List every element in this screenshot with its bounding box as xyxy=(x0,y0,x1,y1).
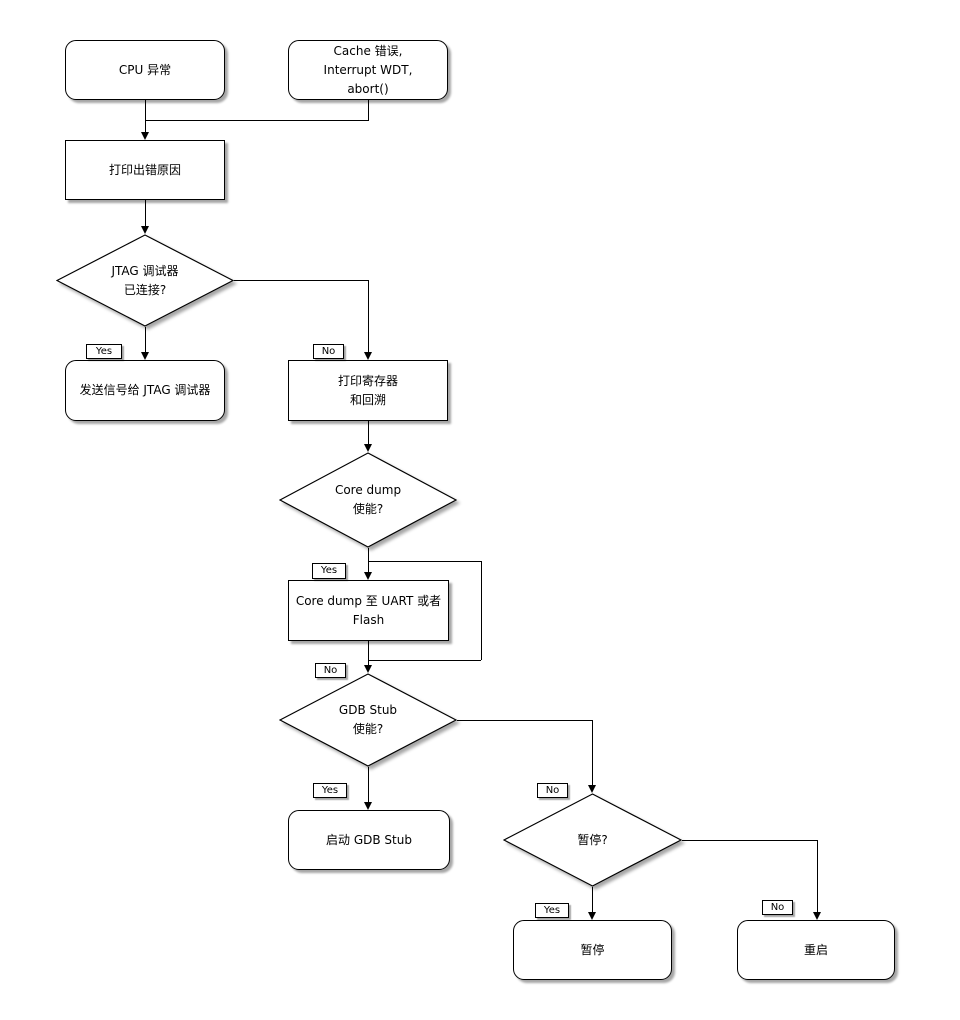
diamond-shape xyxy=(503,793,682,887)
flow-line-jtag-no-h xyxy=(234,280,368,281)
decision-jtag-line2: 已连接? xyxy=(123,282,167,297)
node-send-signal-jtag: 发送信号给 JTAG 调试器 xyxy=(65,360,225,421)
node-cache-error-line3: abort() xyxy=(347,81,389,96)
diamond-shape xyxy=(279,673,457,767)
node-cache-error: Cache 错误, Interrupt WDT, abort() xyxy=(288,40,448,100)
decision-halt: 暂停? xyxy=(503,793,682,887)
decision-jtag-line1: JTAG 调试器 xyxy=(111,263,179,278)
flow-line-to-coredump-decision xyxy=(368,421,369,445)
arrow-into-halt xyxy=(588,912,596,920)
node-halt: 暂停 xyxy=(513,920,672,980)
node-cache-error-line2: Interrupt WDT, xyxy=(323,62,413,77)
decision-coredump-line2: 使能? xyxy=(352,502,384,516)
arrow-into-jtag-decision xyxy=(141,226,149,234)
decision-halt-text: 暂停? xyxy=(503,793,682,887)
diamond-shape xyxy=(56,234,234,327)
node-coredump-uart-flash: Core dump 至 UART 或者 Flash xyxy=(288,580,449,641)
node-print-reason: 打印出错原因 xyxy=(65,140,225,200)
node-cpu-exception: CPU 异常 xyxy=(65,40,225,100)
flow-line-jtag-yes xyxy=(145,327,146,353)
arrow-into-reboot xyxy=(813,912,821,920)
decision-jtag-connected: JTAG 调试器 已连接? xyxy=(56,234,234,327)
flow-line-halt-yes xyxy=(592,887,593,913)
edge-label-yes-coredump: Yes xyxy=(312,563,346,579)
arrow-into-coredump-decision xyxy=(364,444,372,452)
decision-coredump-line1: Core dump xyxy=(334,483,402,497)
node-print-registers-line2: 和回溯 xyxy=(349,392,386,407)
flow-line-coredump-bypass-right xyxy=(481,561,482,660)
node-print-registers: 打印寄存器 和回溯 xyxy=(288,360,448,421)
flow-line-jtag-no-v xyxy=(368,280,369,353)
arrow-into-start-gdb xyxy=(364,802,372,810)
flow-line-coredump-bypass-bottom xyxy=(368,660,481,661)
node-start-gdb-stub-label: 启动 GDB Stub xyxy=(326,832,412,847)
arrow-into-print-reason xyxy=(141,132,149,140)
node-coredump-uart-flash-label: Core dump 至 UART 或者 Flash xyxy=(295,593,442,627)
arrow-into-halt-decision xyxy=(588,785,596,793)
decision-coredump-enabled-text: Core dump 使能? xyxy=(279,452,457,548)
arrow-into-coredump-box xyxy=(364,572,372,580)
flow-line-to-gdb-decision xyxy=(368,641,369,666)
flow-line-cpu-down xyxy=(145,100,146,121)
edge-label-no-coredump: No xyxy=(315,663,346,678)
arrow-into-gdb-decision xyxy=(364,665,372,673)
arrow-into-print-registers xyxy=(364,352,372,360)
edge-label-no-halt: No xyxy=(762,900,793,915)
decision-coredump-enabled: Core dump 使能? xyxy=(279,452,457,548)
node-print-reason-label: 打印出错原因 xyxy=(108,162,181,177)
flow-line-to-print-reason xyxy=(145,120,146,133)
flow-line-halt-no-h xyxy=(682,840,818,841)
node-halt-label: 暂停 xyxy=(580,942,605,957)
flow-line-coredump-bypass-top xyxy=(368,561,481,562)
decision-gdbstub-line2: 使能? xyxy=(352,722,384,736)
diamond-shape xyxy=(279,452,457,548)
edge-label-yes-halt: Yes xyxy=(535,903,569,918)
decision-gdbstub-enabled-text: GDB Stub 使能? xyxy=(279,673,457,767)
decision-gdbstub-line1: GDB Stub xyxy=(338,703,398,717)
node-print-registers-line1: 打印寄存器 xyxy=(337,373,398,388)
node-reboot-label: 重启 xyxy=(803,942,828,957)
decision-halt-label: 暂停? xyxy=(577,832,608,847)
flow-line-gdb-no-h xyxy=(457,720,593,721)
flow-line-join-top xyxy=(145,120,369,121)
arrow-into-send-signal xyxy=(141,352,149,360)
decision-gdbstub-enabled: GDB Stub 使能? xyxy=(279,673,457,767)
decision-jtag-connected-text: JTAG 调试器 已连接? xyxy=(56,234,234,327)
flow-line-gdb-yes xyxy=(368,767,369,803)
edge-label-no-gdbstub: No xyxy=(537,783,568,798)
flow-line-cache-down xyxy=(368,100,369,121)
edge-label-no-jtag: No xyxy=(313,344,344,359)
flow-line-to-jtag-decision xyxy=(145,200,146,227)
node-start-gdb-stub: 启动 GDB Stub xyxy=(288,810,450,870)
node-reboot: 重启 xyxy=(737,920,895,980)
flow-line-coredump-yes xyxy=(368,548,369,573)
node-send-signal-jtag-label: 发送信号给 JTAG 调试器 xyxy=(79,383,211,397)
flow-line-halt-no-v xyxy=(817,840,818,913)
node-cache-error-line1: Cache 错误, xyxy=(333,43,403,58)
edge-label-yes-jtag: Yes xyxy=(86,344,122,359)
flow-line-gdb-no-v xyxy=(592,720,593,786)
node-cpu-exception-label: CPU 异常 xyxy=(118,62,172,77)
edge-label-yes-gdbstub: Yes xyxy=(313,783,347,798)
